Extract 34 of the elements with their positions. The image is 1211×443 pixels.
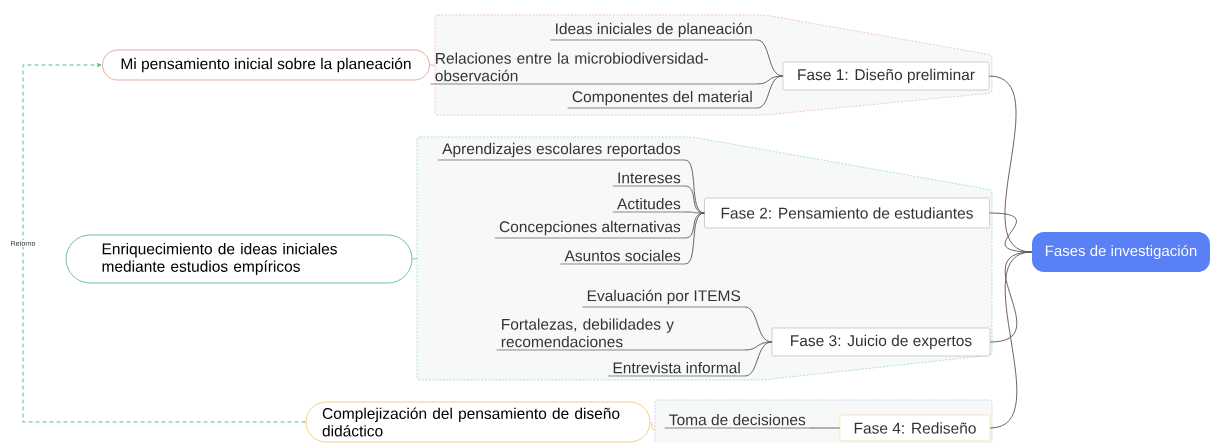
connector bbox=[989, 251, 1033, 429]
connector bbox=[684, 212, 705, 239]
callout-box: Complejización del pensamiento de diseño didáctico bbox=[305, 401, 651, 443]
phase-box: Fase 2: Pensamiento de estudiantes bbox=[704, 197, 990, 229]
subtopic-label: Relaciones entre la microbiodiversidad-observación bbox=[430, 52, 758, 85]
connector bbox=[756, 75, 784, 85]
connector bbox=[429, 64, 436, 66]
subtopic-label: Aprendizajes escolares reportados bbox=[437, 142, 686, 161]
subtopic-label: Componentes del material bbox=[567, 90, 758, 109]
subtopic-label: Fortalezas, debilidades y recomendaciones bbox=[496, 318, 746, 351]
phase-box: Fase 4: Rediseño bbox=[839, 414, 991, 442]
callout-box: Enriquecimiento de ideas iniciales mediante estudios empíricos bbox=[65, 234, 413, 284]
connector bbox=[756, 75, 784, 109]
subtopic-label: Evaluación por ITEMS bbox=[582, 289, 746, 308]
connector bbox=[744, 306, 773, 343]
connector bbox=[684, 159, 705, 214]
subtopic-label: Actitudes bbox=[612, 197, 686, 213]
phase-box: Fase 3: Juicio de expertos bbox=[771, 327, 991, 357]
subtopic-label: Intereses bbox=[612, 172, 686, 187]
callout-box: Mi pensamiento inicial sobre la planeación bbox=[102, 49, 430, 81]
connector bbox=[809, 427, 841, 429]
subtopic-label: Entrevista informal bbox=[607, 361, 746, 377]
connector bbox=[412, 258, 418, 260]
subtopic-label: Ideas iniciales de planeación bbox=[550, 22, 758, 41]
subtopic-label: Toma de decisiones bbox=[664, 413, 811, 429]
subtopic-label: Asuntos sociales bbox=[559, 249, 686, 265]
phase-box: Fase 1: Diseño preliminar bbox=[782, 61, 990, 91]
connector bbox=[684, 211, 705, 214]
central-topic: Fases de investigación bbox=[1032, 232, 1210, 272]
connector bbox=[22, 63, 306, 423]
connector bbox=[744, 341, 773, 377]
connector bbox=[650, 421, 656, 431]
subtopic-label: Concepciones alternativas bbox=[494, 220, 686, 239]
connector bbox=[684, 212, 705, 265]
